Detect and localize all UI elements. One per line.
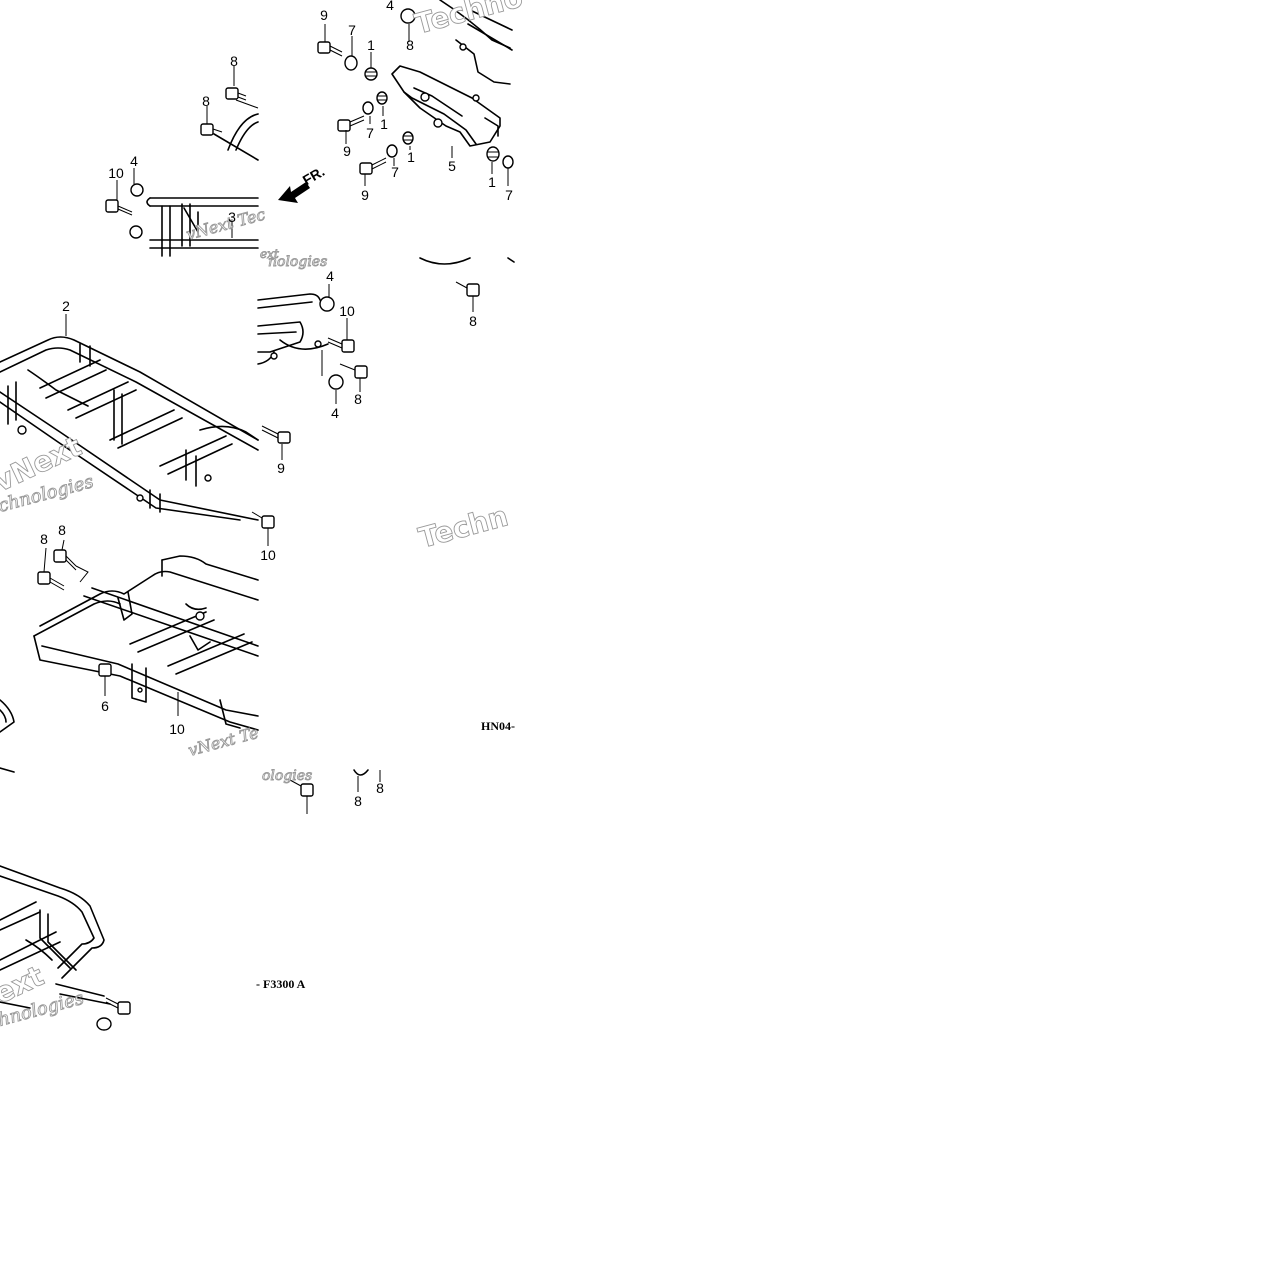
collar-7a: [344, 55, 358, 71]
bolt-10c: [37, 571, 65, 591]
collar-7c: [386, 144, 398, 158]
callout-label: 8: [202, 93, 210, 109]
rack-corner: [0, 865, 111, 1009]
callout-label: 9: [320, 7, 328, 23]
watermark-text: Techno: [411, 0, 526, 41]
callout-label: 2: [62, 298, 70, 314]
bolt-10d: [353, 769, 369, 776]
callout-label: 8: [469, 313, 477, 329]
callout-label: 10: [339, 303, 355, 319]
callout-label: 7: [505, 187, 513, 203]
callout-label: 10: [169, 721, 185, 737]
callout-label: 5: [448, 158, 456, 174]
callout-label: 9: [277, 460, 285, 476]
cap-4d: [319, 296, 335, 312]
watermark-text: vNext Tec: [184, 205, 267, 244]
bolt-8d: [455, 281, 480, 297]
callout-label: 4: [386, 0, 394, 13]
callout-label: 8: [354, 793, 362, 809]
rear-rack-mount: [257, 257, 515, 365]
bolt-8c: [339, 363, 368, 379]
callout-label: 8: [58, 522, 66, 538]
callout-label: 10: [260, 547, 276, 563]
callout-label: 8: [406, 37, 414, 53]
bolt-10b: [327, 337, 355, 353]
diagram-code-right: HN04-: [481, 719, 515, 733]
nut-1c: [402, 131, 414, 145]
callout-label: 4: [326, 268, 334, 284]
bolt-8g: [98, 663, 112, 677]
callout-label: 8: [40, 531, 48, 547]
callout-label: 7: [366, 125, 374, 141]
callout-label: 1: [380, 116, 388, 132]
callout-label: 4: [331, 405, 339, 421]
nut-1b: [376, 91, 388, 105]
watermark-text: ologies: [262, 768, 312, 784]
callout-label: 3: [228, 209, 236, 225]
cap-4a: [130, 183, 144, 197]
callout-label: 8: [354, 391, 362, 407]
callout-label: 1: [488, 174, 496, 190]
bolt-8h: [289, 779, 314, 797]
callout-label: 8: [376, 780, 384, 796]
watermark-text: vNext Te: [186, 723, 260, 760]
callout-label: 9: [343, 143, 351, 159]
rear-rack-2: [0, 336, 259, 521]
callout-label: 10: [108, 165, 124, 181]
bolt-8b: [200, 123, 223, 136]
bolt-9a: [317, 41, 343, 57]
diagram-code-left: - F3300 A: [256, 977, 306, 991]
collar-7d: [502, 155, 514, 169]
front-rack-upper: [146, 99, 259, 257]
skid-plate: [391, 0, 513, 147]
callout-label: 7: [391, 164, 399, 180]
nut-1d: [486, 146, 500, 162]
callout-label: 1: [407, 149, 415, 165]
watermark-text: nologies: [268, 254, 327, 270]
front-arrow-icon: [278, 182, 310, 203]
bolt-9d: [261, 425, 291, 444]
collar-7b: [362, 101, 374, 115]
callout-label: 8: [230, 53, 238, 69]
bolt-10e: [96, 1017, 112, 1031]
bolt-9b: [337, 115, 365, 132]
watermark-text: ext: [260, 247, 279, 261]
front-rack-6: [0, 555, 259, 773]
nut-1a: [364, 67, 378, 81]
cap-4b: [129, 225, 143, 239]
callout-label: 4: [130, 153, 138, 169]
callout-label: 7: [348, 22, 356, 38]
cap-4c: [400, 8, 416, 24]
callout-label: 9: [361, 187, 369, 203]
bolt-9c: [359, 157, 387, 175]
watermark-text: Techn: [415, 499, 511, 554]
cap-4e: [328, 374, 344, 390]
bolt-8a: [225, 87, 247, 101]
bolt-8f: [53, 549, 77, 571]
bolt-8i: [105, 997, 131, 1015]
callout-label: 6: [101, 698, 109, 714]
callout-label: 1: [367, 37, 375, 53]
bolt-10a: [105, 199, 133, 216]
